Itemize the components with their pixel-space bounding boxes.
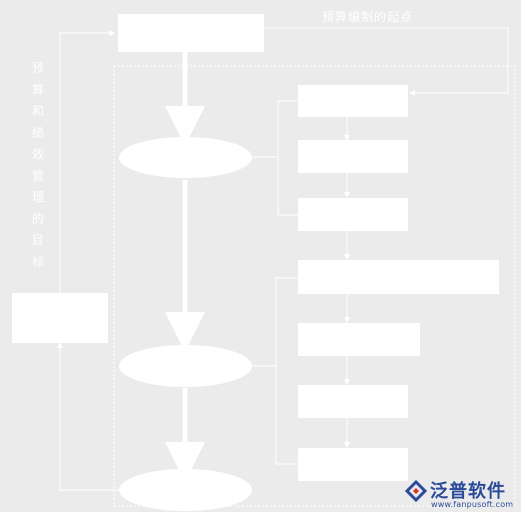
start-box <box>118 14 264 52</box>
loop-left-line <box>57 342 120 491</box>
loop-right-line <box>264 27 509 96</box>
right-box-4 <box>298 260 499 294</box>
logo-url: www.fanpusoft.com <box>431 500 514 509</box>
dotted-frame <box>113 65 516 507</box>
right-box-5 <box>298 323 420 356</box>
right-box-6 <box>298 385 408 418</box>
loop-left-upper-line <box>59 30 115 295</box>
side-label: 预 算 和 绩 效 管 理 的 目 标 <box>31 61 44 269</box>
right-box-7 <box>298 448 408 481</box>
left-target-box <box>12 293 108 343</box>
oval-node-2 <box>119 345 252 387</box>
right-box-2 <box>298 140 408 173</box>
top-label: 预算编制的起点 <box>322 10 414 24</box>
right-box-3 <box>298 198 408 231</box>
oval-node-1 <box>119 137 252 178</box>
logo-icon <box>404 479 428 503</box>
brand-logo: 泛普软件 www.fanpusoft.com <box>403 476 521 512</box>
logo-name: 泛普软件 <box>430 481 506 502</box>
right-box-1 <box>298 85 408 117</box>
oval-node-3 <box>119 469 252 511</box>
